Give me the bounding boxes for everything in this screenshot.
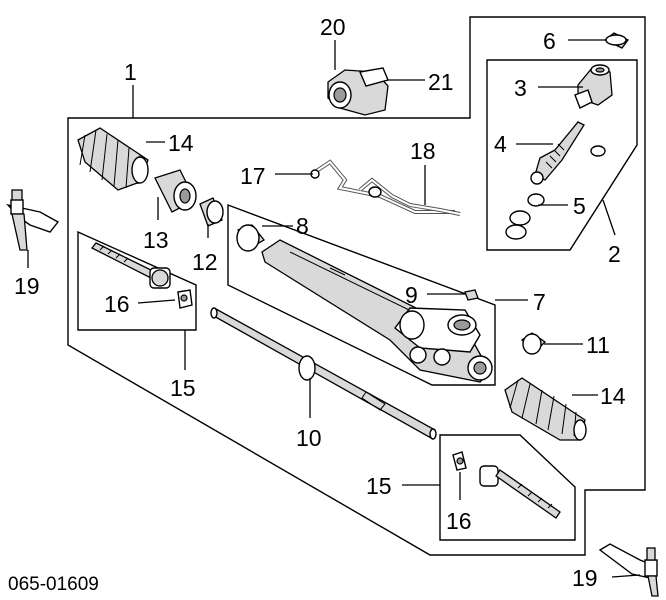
valve-seals (505, 193, 545, 240)
part-label-8: 8 (296, 213, 309, 239)
part-label-6: 6 (543, 28, 556, 54)
rack-boot-right (504, 377, 587, 441)
main-assembly-frame (67, 16, 646, 556)
part-label-16-right: 16 (446, 508, 472, 534)
outer-tie-rod-end-left (5, 189, 60, 251)
housing-assembly-frame (227, 203, 496, 386)
control-valve-shaft (530, 121, 606, 185)
part-label-1: 1 (124, 59, 137, 85)
part-label-16-left: 16 (104, 291, 130, 317)
valve-assembly-frame (486, 59, 638, 251)
outer-tie-rod-end-right (598, 543, 659, 597)
part-label-14-left: 14 (168, 130, 194, 156)
part-label-4: 4 (494, 131, 507, 157)
bushing-ring (199, 197, 224, 227)
leader-lines (27, 39, 641, 578)
return-line (310, 159, 455, 214)
part-label-3: 3 (514, 75, 527, 101)
steering-rack (210, 307, 437, 440)
inner-tie-rod-right (452, 451, 561, 519)
part-label-7: 7 (533, 289, 546, 315)
inner-tie-rod-left (90, 242, 193, 309)
part-label-9: 9 (405, 282, 418, 308)
dust-seal (603, 32, 629, 49)
part-label-15-right: 15 (366, 473, 392, 499)
part-label-17: 17 (240, 163, 266, 189)
rack-boot-left (77, 127, 149, 191)
part-label-20: 20 (320, 14, 346, 40)
bushing-right (520, 332, 547, 355)
mounting-clamp (327, 67, 389, 116)
bushing (154, 169, 197, 213)
rack-housing (261, 239, 493, 383)
part-label-5: 5 (573, 193, 586, 219)
part-label-15-left: 15 (170, 375, 196, 401)
part-label-19-right: 19 (572, 565, 598, 591)
housing-plug (464, 289, 479, 301)
part-label-10: 10 (296, 425, 322, 451)
part-label-2: 2 (608, 241, 621, 267)
part-label-18: 18 (410, 138, 436, 164)
part-label-21: 21 (428, 69, 454, 95)
housing-bushing (236, 224, 265, 252)
part-label-13: 13 (143, 227, 169, 253)
diagram-code: 065-01609 (8, 574, 99, 595)
tie-rod-right-frame (439, 434, 576, 541)
part-label-12: 12 (192, 249, 218, 275)
control-valve-top (574, 64, 613, 109)
pressure-line (358, 177, 461, 216)
part-label-11: 11 (586, 332, 610, 358)
part-label-19-left: 19 (14, 273, 40, 299)
part-label-14-right: 14 (600, 383, 626, 409)
